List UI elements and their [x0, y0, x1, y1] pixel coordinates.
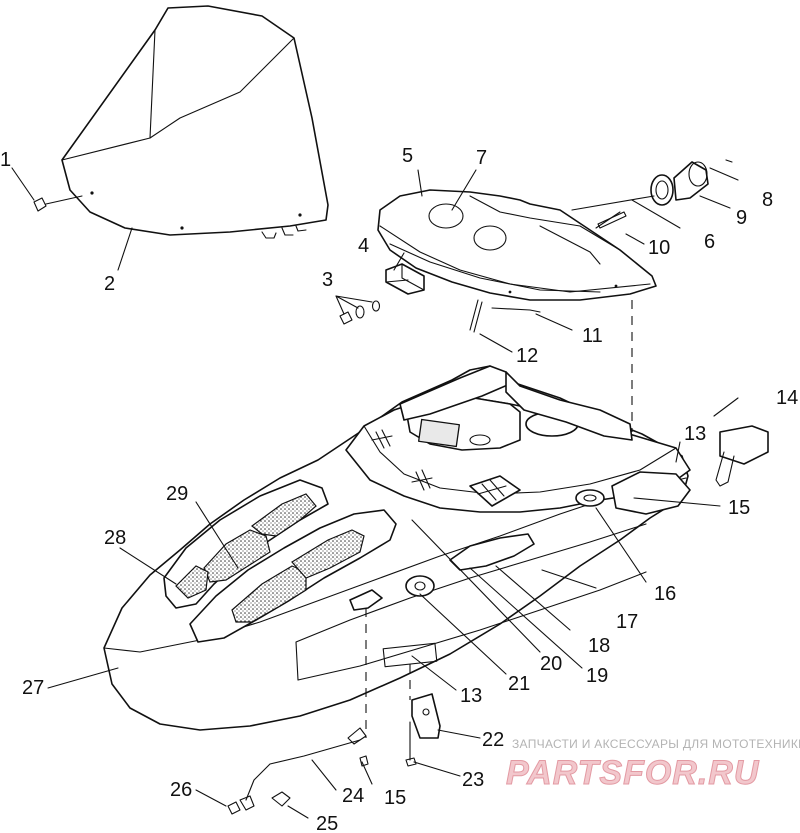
callout-21: 21 — [508, 673, 530, 695]
callout-23: 23 — [462, 769, 484, 791]
callout-4: 4 — [358, 235, 369, 257]
callout-13-bottom: 13 — [460, 685, 482, 707]
hardware-set — [335, 295, 381, 325]
callout-26: 26 — [170, 779, 192, 801]
callout-2: 2 — [104, 273, 115, 295]
callout-13-top: 13 — [684, 423, 706, 445]
speedometer-cable — [469, 211, 627, 333]
callout-20: 20 — [540, 653, 562, 675]
callout-11: 11 — [582, 325, 603, 347]
callout-15-bottom: 15 — [384, 787, 406, 809]
callout-labels: 1 2 3 4 5 6 7 8 9 10 11 12 13 13 14 15 1… — [0, 145, 798, 833]
mirror — [715, 425, 769, 487]
callout-25: 25 — [316, 813, 338, 833]
watermark-tagline: ЗАПЧАСТИ И АКСЕССУАРЫ ДЛЯ МОТОТЕХНИКИ — [512, 737, 800, 751]
callout-14: 14 — [776, 387, 798, 409]
callout-5: 5 — [402, 145, 413, 167]
callout-24: 24 — [342, 785, 364, 807]
leader-lines — [11, 167, 739, 819]
callout-28: 28 — [104, 527, 126, 549]
callout-9: 9 — [736, 207, 747, 229]
speedometer — [650, 159, 733, 206]
hood-assembly — [103, 365, 691, 731]
watermark: ЗАПЧАСТИ И АКСЕССУАРЫ ДЛЯ МОТОТЕХНИКИ PA… — [506, 737, 800, 793]
watermark-logo: PARTSFOR.RU — [506, 754, 760, 792]
mounting-bracket — [385, 263, 425, 295]
callout-29: 29 — [166, 483, 188, 505]
callout-22: 22 — [482, 729, 504, 751]
callout-12: 12 — [516, 345, 538, 367]
callout-19: 19 — [586, 665, 608, 687]
callout-7: 7 — [476, 147, 487, 169]
callout-1: 1 — [0, 149, 11, 171]
callout-16: 16 — [654, 583, 676, 605]
alignment-lines — [365, 300, 633, 738]
callout-10: 10 — [648, 237, 670, 259]
callout-18: 18 — [588, 635, 610, 657]
windshield — [61, 5, 329, 239]
windshield-screw — [33, 195, 83, 212]
callout-15-right: 15 — [728, 497, 750, 519]
callout-17: 17 — [616, 611, 638, 633]
lower-hardware — [227, 693, 441, 815]
callout-27: 27 — [22, 677, 44, 699]
callout-3: 3 — [322, 269, 333, 291]
callout-8: 8 — [762, 189, 773, 211]
dash-pod — [377, 189, 657, 301]
callout-6: 6 — [704, 231, 715, 253]
